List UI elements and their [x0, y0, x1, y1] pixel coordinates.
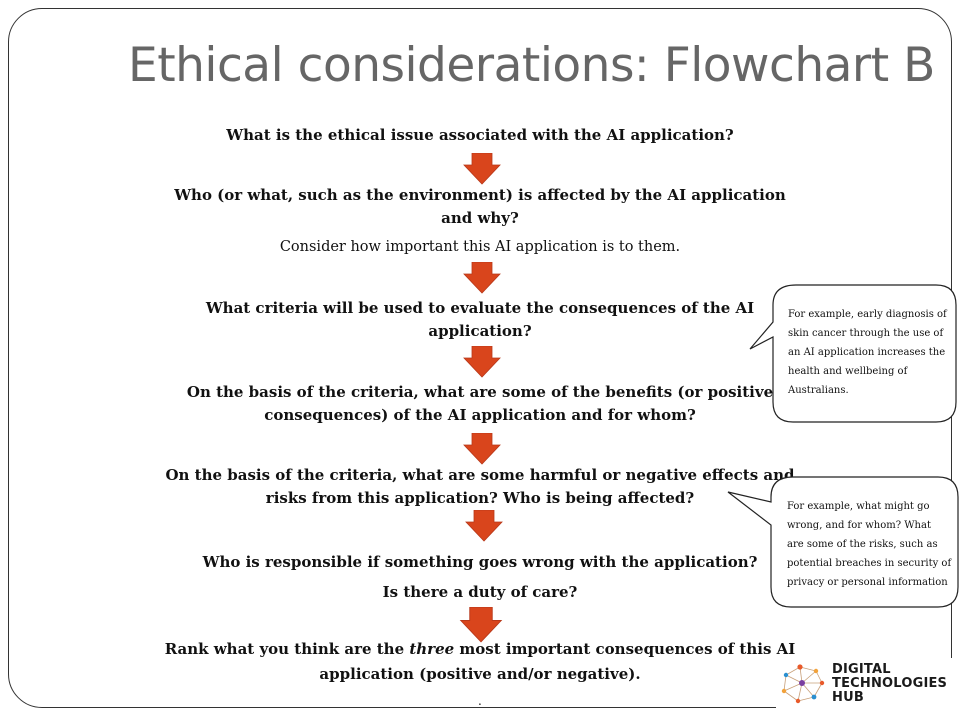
- logo-wordmark: DIGITAL TECHNOLOGIES HUB: [832, 662, 948, 705]
- flow-step-5-line2: risks from this application? Who is bein…: [265, 489, 695, 507]
- down-arrow-icon: [463, 346, 501, 378]
- flow-step-6-line2: Is there a duty of care?: [382, 583, 578, 601]
- down-arrow-icon: [465, 510, 503, 542]
- flow-step-5-line1: On the basis of the criteria, what are s…: [165, 466, 795, 484]
- flow-step-5: On the basis of the criteria, what are s…: [150, 464, 810, 510]
- flow-step-4-line1: On the basis of the criteria, what are s…: [186, 383, 774, 401]
- flow-step-7-line2: application (positive and/or negative).: [319, 665, 641, 683]
- down-arrow-icon: [463, 433, 501, 465]
- flow-step-2-line2: and why?: [441, 209, 519, 227]
- flow-step-3: What criteria will be used to evaluate t…: [180, 297, 780, 343]
- flow-step-2-line1: Who (or what, such as the environment) i…: [174, 186, 786, 204]
- trailing-dot: .: [478, 694, 482, 708]
- flow-step-3-line1: What criteria will be used to evaluate t…: [205, 299, 755, 317]
- callout-1-text: For example, early diagnosis of skin can…: [788, 309, 947, 396]
- flow-step-7: Rank what you think are the three most i…: [150, 637, 810, 687]
- down-arrow-icon: [459, 607, 503, 643]
- slide-title: Ethical considerations: Flowchart B: [128, 38, 935, 93]
- flow-step-6: Who is responsible if something goes wro…: [160, 547, 800, 607]
- flow-step-2: Who (or what, such as the environment) i…: [150, 184, 810, 230]
- flow-step-1: What is the ethical issue associated wit…: [160, 124, 800, 147]
- flow-step-4-line2: consequences) of the AI application and …: [264, 406, 696, 424]
- flow-step-2-note: Consider how important this AI applicati…: [279, 239, 681, 255]
- emphasis-three: three: [409, 640, 455, 658]
- flow-step-4: On the basis of the criteria, what are s…: [170, 381, 790, 427]
- flow-step-7-line1: Rank what you think are the three most i…: [164, 640, 796, 658]
- down-arrow-icon: [463, 262, 501, 294]
- down-arrow-icon: [463, 153, 501, 185]
- network-logo-icon: [781, 664, 825, 704]
- flow-step-6-line1: Who is responsible if something goes wro…: [202, 553, 758, 571]
- digital-technologies-hub-logo: DIGITAL TECHNOLOGIES HUB: [776, 658, 960, 710]
- callout-2-text: For example, what might go wrong, and fo…: [787, 501, 952, 588]
- flow-step-3-line2: application?: [428, 322, 532, 340]
- flow-step-1-text: What is the ethical issue associated wit…: [226, 126, 734, 144]
